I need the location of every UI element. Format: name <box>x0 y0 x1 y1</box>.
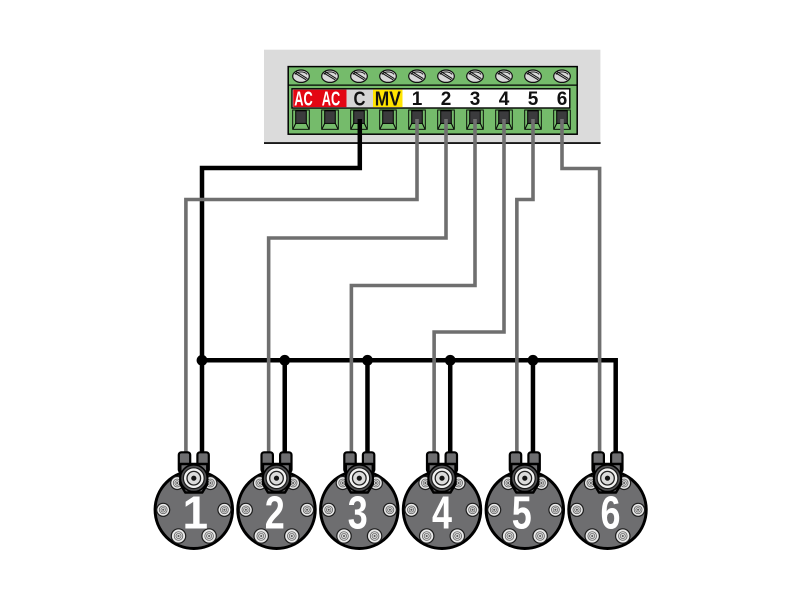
svg-text:3: 3 <box>470 89 481 110</box>
svg-text:5: 5 <box>528 89 539 110</box>
svg-text:1: 1 <box>183 487 209 539</box>
svg-text:2: 2 <box>265 487 285 539</box>
svg-text:1: 1 <box>412 89 423 110</box>
svg-text:4: 4 <box>499 89 510 110</box>
svg-text:6: 6 <box>601 487 621 539</box>
svg-text:AC: AC <box>294 88 313 110</box>
svg-text:4: 4 <box>432 487 452 539</box>
svg-text:6: 6 <box>557 89 568 110</box>
svg-text:5: 5 <box>512 487 532 539</box>
svg-text:2: 2 <box>441 89 452 110</box>
svg-text:C: C <box>354 88 366 110</box>
svg-text:AC: AC <box>322 88 341 110</box>
svg-text:MV: MV <box>375 88 402 110</box>
svg-text:3: 3 <box>348 487 368 539</box>
